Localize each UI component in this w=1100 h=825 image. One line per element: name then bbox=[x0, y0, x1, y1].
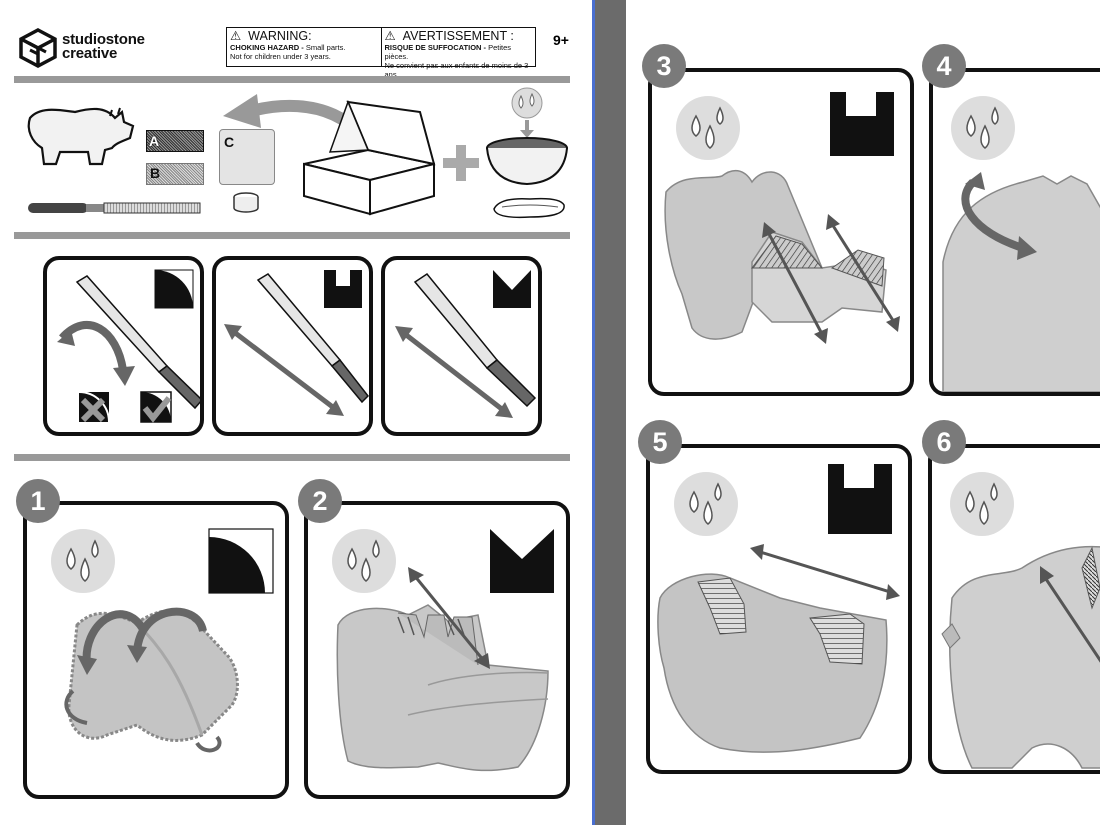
plus-icon bbox=[441, 143, 481, 188]
warning-title-en: WARNING: bbox=[248, 29, 312, 43]
warning-triangle-icon: ⚠ bbox=[230, 29, 242, 43]
technique-panel-round bbox=[43, 256, 204, 436]
step-number-1: 1 bbox=[16, 479, 60, 523]
warning-box: ⚠ WARNING: CHOKING HAZARD - Small parts.… bbox=[226, 27, 536, 79]
water-bowl-image bbox=[484, 86, 570, 195]
instruction-page-right: 3 4 5 bbox=[626, 0, 1100, 825]
step-2-illustration bbox=[332, 529, 554, 772]
technique-panel-flat bbox=[212, 256, 373, 436]
warning-triangle-icon: ⚠ bbox=[384, 29, 396, 43]
warning-hazard-fr: RISQUE DE SUFFOCATION - bbox=[384, 43, 487, 52]
instruction-page-left: studiostone creative ⚠ WARNING: CHOKING … bbox=[0, 0, 595, 825]
warning-english: ⚠ WARNING: CHOKING HAZARD - Small parts.… bbox=[227, 28, 382, 66]
step-1-illustration bbox=[51, 528, 274, 753]
logo-icon bbox=[18, 28, 58, 73]
sandpaper-a: A bbox=[146, 130, 204, 152]
step-4-illustration bbox=[942, 96, 1100, 392]
step-number-3: 3 bbox=[642, 44, 686, 88]
towel-image bbox=[490, 195, 568, 226]
divider bbox=[14, 232, 570, 239]
step-3-illustration bbox=[664, 92, 900, 344]
step-number-4: 4 bbox=[922, 44, 966, 88]
step-panel-1 bbox=[23, 501, 289, 799]
step-panel-2 bbox=[304, 501, 570, 799]
divider bbox=[14, 454, 570, 461]
divider bbox=[14, 76, 570, 83]
step-5-illustration bbox=[657, 464, 900, 753]
age-badge: 9+ bbox=[553, 32, 569, 48]
sandpaper-b: B bbox=[146, 163, 204, 185]
warning-small-parts-en: Small parts. bbox=[303, 43, 346, 52]
step-number-6: 6 bbox=[922, 420, 966, 464]
file-tool-image bbox=[26, 197, 202, 224]
wax-tin-image bbox=[232, 192, 260, 219]
step-6-illustration bbox=[941, 472, 1100, 769]
triangle-file-technique-image bbox=[395, 270, 537, 418]
step-panel-6 bbox=[928, 444, 1100, 774]
warning-hazard-en: CHOKING HAZARD - bbox=[230, 43, 304, 52]
warning-small-parts-fr: Petites pièces. bbox=[384, 43, 512, 61]
warning-age-fr: Ne convient pas aux enfants de moins de … bbox=[384, 61, 529, 79]
step-panel-5 bbox=[646, 444, 912, 774]
step-panel-3 bbox=[648, 68, 914, 396]
brand-name-line1: studiostone bbox=[62, 31, 145, 48]
open-box-image bbox=[300, 98, 440, 221]
step-number-5: 5 bbox=[638, 420, 682, 464]
part-label-c: C bbox=[224, 134, 235, 150]
brand-name: studiostone creative bbox=[62, 31, 145, 62]
rhino-outline-image bbox=[20, 98, 140, 173]
step-panel-4 bbox=[929, 68, 1100, 396]
technique-panel-triangle bbox=[381, 256, 542, 436]
flat-file-technique-image bbox=[224, 270, 369, 416]
round-file-technique-image bbox=[57, 269, 200, 423]
part-label-a: A bbox=[149, 133, 160, 149]
brand-name-line2: creative bbox=[62, 45, 118, 62]
step-number-2: 2 bbox=[298, 479, 342, 523]
part-label-b: B bbox=[150, 165, 161, 181]
warning-title-fr: AVERTISSEMENT : bbox=[402, 29, 514, 43]
warning-age-en: Not for children under 3 years. bbox=[230, 52, 331, 61]
warning-french: ⚠ AVERTISSEMENT : RISQUE DE SUFFOCATION … bbox=[382, 28, 536, 79]
polishing-cloth-c: C bbox=[219, 129, 275, 185]
